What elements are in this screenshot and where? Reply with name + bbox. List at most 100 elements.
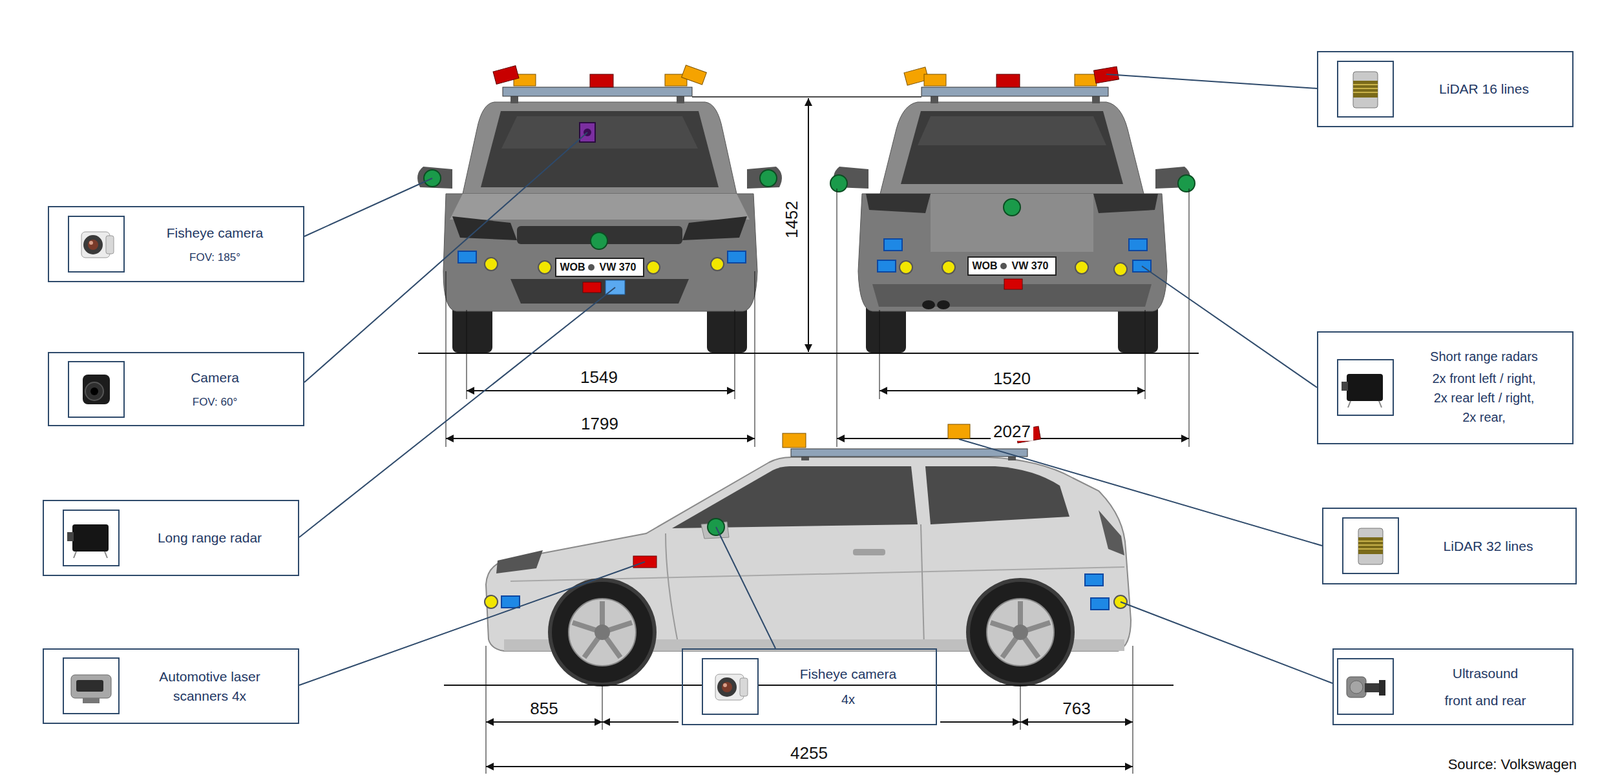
- callout-box: Ultrasound front and rear: [1332, 648, 1574, 726]
- callout-title: Ultrasound: [1452, 665, 1519, 683]
- sensor-marker: [942, 261, 956, 274]
- radar-icon: [67, 532, 74, 542]
- rear-view-car: [936, 300, 950, 310]
- fisheye-camera-icon: [68, 216, 125, 273]
- laser-scanner-icon: [63, 658, 119, 715]
- roof-sensor: [1015, 426, 1042, 444]
- leader-line: [715, 527, 776, 649]
- camera-icon: [85, 382, 104, 401]
- radar-icon: [1346, 374, 1383, 402]
- dimension-line: [445, 438, 755, 440]
- callout-box: Short range radars2x front left / right,…: [1316, 331, 1574, 445]
- wheel: [568, 599, 636, 667]
- roof-rack: [790, 449, 1028, 461]
- callout-title: Long range radar: [157, 529, 262, 547]
- roof-sensor: [493, 65, 707, 88]
- sensor-marker: [884, 239, 903, 251]
- rear-view-car: [900, 111, 1124, 185]
- side-view-car: [920, 524, 925, 647]
- lidar-icon: [1353, 80, 1378, 98]
- fisheye-camera-icon: [717, 677, 737, 698]
- rear-view-car: [922, 300, 936, 310]
- camera-icon: [68, 361, 125, 418]
- radar-icon: [73, 551, 108, 559]
- lidar-icon: [1358, 537, 1383, 555]
- roof-sensor: [493, 65, 519, 85]
- fisheye-camera-icon: [715, 674, 744, 701]
- roof-rack: [921, 87, 1109, 97]
- wheel: [547, 578, 657, 687]
- dimension-line: [1145, 310, 1146, 400]
- front-view-car: [480, 111, 719, 188]
- roof-sensor: [589, 74, 614, 88]
- sensor-marker: [484, 595, 498, 609]
- side-view-car: [672, 466, 918, 529]
- front-view-car: [443, 193, 758, 312]
- callout-box: LiDAR 32 lines: [1322, 507, 1577, 585]
- callout-title: Fisheye camera: [800, 666, 897, 684]
- fisheye-camera-icon: [68, 216, 125, 273]
- camera-icon: [82, 374, 110, 405]
- camera-icon: [90, 387, 99, 396]
- front-view-car: [747, 166, 782, 189]
- roof-sensor: [782, 424, 1041, 448]
- dimension-line: [485, 766, 1133, 768]
- wheel: [547, 578, 1075, 687]
- wheel: [594, 624, 611, 641]
- roof-rack: [930, 95, 939, 104]
- lidar-icon: [1337, 61, 1394, 117]
- sensor-marker: [484, 518, 1127, 611]
- callout-box: Long range radar: [42, 500, 300, 577]
- leader-line: [1106, 74, 1317, 89]
- fisheye-camera-icon: [81, 231, 110, 258]
- sensor-marker: [423, 122, 777, 295]
- ultrasound-icon: [1378, 680, 1386, 696]
- dimension-line: [692, 96, 922, 98]
- front-view-car: [555, 258, 644, 277]
- callout-box: Fisheye camera4x: [681, 648, 937, 726]
- front-view-car: [449, 193, 750, 220]
- plate-text: VW 370: [599, 261, 637, 274]
- callout-title: Automotive laser scanners 4x: [140, 667, 280, 707]
- radar-icon: [1341, 381, 1348, 391]
- dimension-line: [1189, 188, 1190, 448]
- roof-sensor: [904, 66, 1119, 88]
- rear-view-car: [930, 193, 1094, 253]
- sensor-marker: [1003, 199, 1021, 216]
- lidar-icon: [1353, 71, 1378, 108]
- fisheye-camera-icon: [83, 235, 103, 255]
- dimension-line: [836, 438, 1190, 440]
- lidar-icon: [1342, 518, 1399, 574]
- leader-line: [958, 439, 1323, 547]
- sensor-marker: [646, 261, 660, 274]
- front-view-car: [417, 102, 782, 353]
- lidar-icon: [1353, 84, 1378, 93]
- lidar-icon: [1358, 541, 1383, 550]
- side-view-car: [925, 466, 1070, 525]
- dimension-line: [418, 96, 1199, 448]
- roof-rack: [502, 87, 693, 97]
- sensor-marker: [830, 175, 1195, 290]
- front-view-car: [682, 216, 748, 241]
- fisheye-camera-icon: [721, 682, 733, 693]
- fisheye-camera-icon: [89, 241, 94, 245]
- callout-title: Short range radars: [1430, 348, 1538, 366]
- wheel: [572, 601, 632, 658]
- rear-view-car: [1000, 263, 1007, 270]
- callout-detail: front and rear: [1444, 692, 1526, 710]
- roof-rack: [510, 95, 519, 104]
- plate-text: WOB: [559, 261, 585, 274]
- sensor-marker: [1004, 279, 1023, 290]
- dimension-line: [879, 390, 1146, 392]
- dimension-line: [466, 390, 735, 392]
- side-view-car: [852, 549, 886, 556]
- side-view-car: [496, 550, 543, 574]
- dimension-line: [418, 352, 1199, 355]
- rear-view-car: [833, 102, 1191, 353]
- rear-view-car: [968, 257, 1056, 276]
- rear-view-car: [1093, 193, 1158, 214]
- dimension-line: [940, 721, 1021, 724]
